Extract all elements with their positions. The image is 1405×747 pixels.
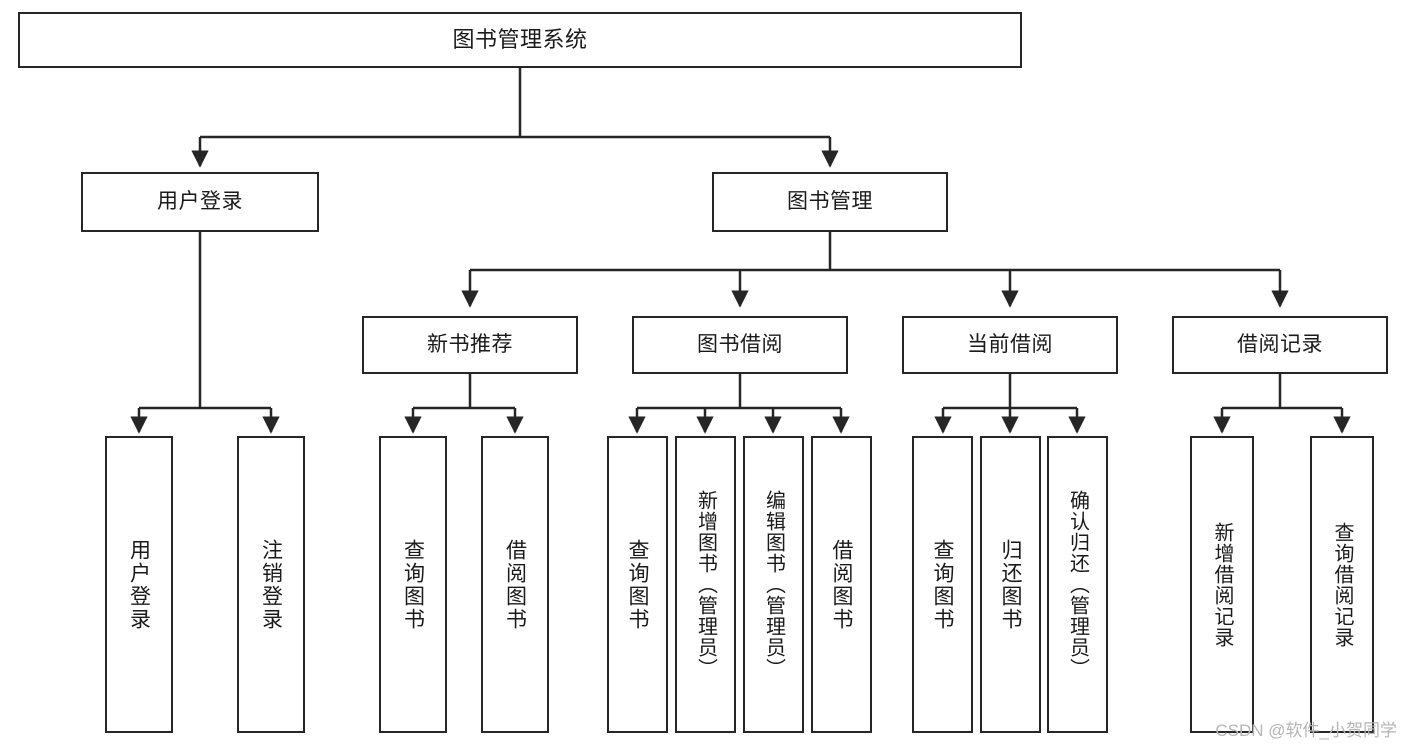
node-label: 新增图书（管理员） — [694, 490, 717, 679]
node-label: 图书管理 — [787, 189, 873, 213]
node-book-borrow[interactable]: 图书借阅 — [632, 316, 848, 374]
node-label: 新增借阅记录 — [1211, 521, 1233, 648]
leaf-current-borrow-query[interactable]: 查询图书 — [912, 436, 973, 733]
node-label: 注销登录 — [259, 538, 283, 631]
leaf-current-borrow-confirm-return[interactable]: 确认归还（管理员） — [1047, 436, 1108, 733]
leaf-current-borrow-return[interactable]: 归还图书 — [980, 436, 1041, 733]
leaf-borrow-record-add[interactable]: 新增借阅记录 — [1190, 436, 1254, 733]
node-label: 查询图书 — [401, 538, 425, 631]
node-label: 查询图书 — [931, 538, 955, 631]
leaf-book-borrow-query[interactable]: 查询图书 — [607, 436, 668, 733]
csdn-watermark: CSDN @软件_小贺同学 — [1215, 721, 1397, 740]
node-new-book-recommend[interactable]: 新书推荐 — [362, 316, 578, 374]
leaf-book-borrow-edit[interactable]: 编辑图书（管理员） — [743, 436, 804, 733]
node-label: 图书管理系统 — [452, 27, 588, 53]
leaf-user-login-signin[interactable]: 用户登录 — [105, 436, 173, 733]
node-label: 图书借阅 — [697, 332, 783, 356]
node-label: 编辑图书（管理员） — [762, 490, 785, 679]
leaf-book-borrow-borrow[interactable]: 借阅图书 — [811, 436, 872, 733]
node-label: 借阅图书 — [830, 538, 854, 631]
node-label: 新书推荐 — [427, 332, 513, 356]
node-book-management-system[interactable]: 图书管理系统 — [18, 12, 1022, 68]
node-label: 用户登录 — [157, 189, 243, 213]
node-label: 查询图书 — [626, 538, 650, 631]
node-label: 查询借阅记录 — [1331, 521, 1353, 648]
leaf-new-book-borrow[interactable]: 借阅图书 — [481, 436, 549, 733]
node-label: 当前借阅 — [967, 332, 1053, 356]
node-borrow-record[interactable]: 借阅记录 — [1172, 316, 1388, 374]
leaf-borrow-record-query[interactable]: 查询借阅记录 — [1310, 436, 1374, 733]
node-user-login[interactable]: 用户登录 — [81, 172, 319, 232]
node-label: 确认归还（管理员） — [1066, 490, 1089, 679]
node-label: 用户登录 — [127, 538, 151, 631]
leaf-new-book-query[interactable]: 查询图书 — [379, 436, 447, 733]
node-label: 借阅图书 — [503, 538, 527, 631]
node-current-borrow[interactable]: 当前借阅 — [902, 316, 1118, 374]
node-label: 归还图书 — [999, 538, 1023, 631]
leaf-book-borrow-add[interactable]: 新增图书（管理员） — [675, 436, 736, 733]
leaf-user-login-signout[interactable]: 注销登录 — [237, 436, 305, 733]
node-label: 借阅记录 — [1237, 332, 1323, 356]
node-book-management[interactable]: 图书管理 — [712, 172, 948, 232]
